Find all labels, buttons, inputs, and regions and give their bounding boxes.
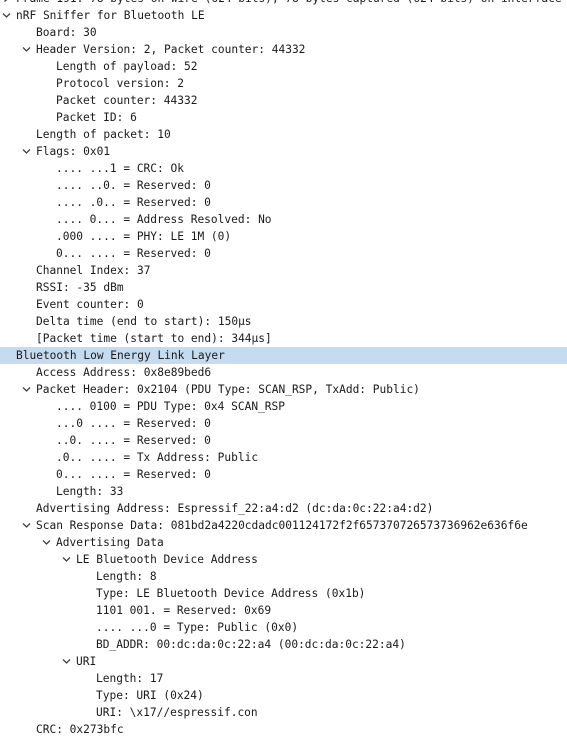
- tree-row-label: Type: LE Bluetooth Device Address (0x1b): [96, 587, 366, 600]
- tree-row-label: Delta time (end to start): 150µs: [36, 315, 252, 328]
- tree-row[interactable]: CRC: 0x273bfc: [0, 721, 567, 738]
- tree-row[interactable]: RSSI: -35 dBm: [0, 279, 567, 296]
- tree-row[interactable]: .... ..0. = Reserved: 0: [0, 177, 567, 194]
- tree-row-label: Length: 17: [96, 672, 164, 685]
- chevron-down-icon[interactable]: [21, 143, 33, 160]
- tree-row-label: Board: 30: [36, 26, 97, 39]
- tree-row-label: .... 0... = Address Resolved: No: [56, 213, 272, 226]
- tree-row-label: Flags: 0x01: [36, 145, 111, 158]
- tree-row[interactable]: URI: \x17//espressif.con: [0, 704, 567, 721]
- tree-row[interactable]: BD_ADDR: 00:dc:da:0c:22:a4 (00:dc:da:0c:…: [0, 636, 567, 653]
- tree-row-label: Bluetooth Low Energy Link Layer: [16, 349, 225, 362]
- tree-row-label: Packet ID: 6: [56, 111, 137, 124]
- tree-row-label: .000 .... = PHY: LE 1M (0): [56, 230, 232, 243]
- chevron-down-icon[interactable]: [61, 551, 73, 568]
- tree-row-label: Event counter: 0: [36, 298, 144, 311]
- tree-row[interactable]: Length of packet: 10: [0, 126, 567, 143]
- tree-row[interactable]: Frame 191: 78 bytes on wire (624 bits), …: [0, 0, 567, 7]
- tree-row[interactable]: URI: [0, 653, 567, 670]
- tree-row[interactable]: Flags: 0x01: [0, 143, 567, 160]
- tree-row-label: 0... .... = Reserved: 0: [56, 247, 211, 260]
- tree-row-label: Packet Header: 0x2104 (PDU Type: SCAN_RS…: [36, 383, 420, 396]
- tree-row-label: Advertising Data: [56, 536, 164, 549]
- tree-row-label: .0.. .... = Tx Address: Public: [56, 451, 259, 464]
- tree-row[interactable]: Event counter: 0: [0, 296, 567, 313]
- tree-row[interactable]: Protocol version: 2: [0, 75, 567, 92]
- tree-row[interactable]: Packet Header: 0x2104 (PDU Type: SCAN_RS…: [0, 381, 567, 398]
- tree-row-label: Channel Index: 37: [36, 264, 151, 277]
- tree-row-label: Type: URI (0x24): [96, 689, 204, 702]
- tree-row[interactable]: ..0. .... = Reserved: 0: [0, 432, 567, 449]
- chevron-down-icon[interactable]: [61, 653, 73, 670]
- chevron-down-icon[interactable]: [21, 41, 33, 58]
- tree-row-label: .... 0100 = PDU Type: 0x4 SCAN_RSP: [56, 400, 286, 413]
- tree-row-label: Access Address: 0x8e89bed6: [36, 366, 212, 379]
- tree-row[interactable]: Length: 8: [0, 568, 567, 585]
- tree-row[interactable]: 0... .... = Reserved: 0: [0, 466, 567, 483]
- tree-row-label: Length: 33: [56, 485, 124, 498]
- tree-row[interactable]: Length: 17: [0, 670, 567, 687]
- tree-row-label: nRF Sniffer for Bluetooth LE: [16, 9, 205, 22]
- tree-row-label: ...0 .... = Reserved: 0: [56, 417, 211, 430]
- tree-row-label: ..0. .... = Reserved: 0: [56, 434, 211, 447]
- tree-row[interactable]: Packet ID: 6: [0, 109, 567, 126]
- tree-row[interactable]: [Packet time (start to end): 344µs]: [0, 330, 567, 347]
- tree-row-label: Frame 191: 78 bytes on wire (624 bits), …: [16, 0, 562, 7]
- tree-row[interactable]: .... 0... = Address Resolved: No: [0, 211, 567, 228]
- tree-row-label: Packet counter: 44332: [56, 94, 198, 107]
- tree-row[interactable]: Bluetooth Low Energy Link Layer: [0, 347, 567, 364]
- tree-row[interactable]: .... .0.. = Reserved: 0: [0, 194, 567, 211]
- tree-row[interactable]: Board: 30: [0, 24, 567, 41]
- tree-row-label: 1101 001. = Reserved: 0x69: [96, 604, 272, 617]
- tree-row-label: Length of payload: 52: [56, 60, 198, 73]
- tree-row-label: BD_ADDR: 00:dc:da:0c:22:a4 (00:dc:da:0c:…: [96, 638, 406, 651]
- tree-row-label: LE Bluetooth Device Address: [76, 553, 258, 566]
- tree-row[interactable]: Scan Response Data: 081bd2a4220cdadc0011…: [0, 517, 567, 534]
- chevron-down-icon[interactable]: [41, 534, 53, 551]
- tree-row[interactable]: Type: LE Bluetooth Device Address (0x1b): [0, 585, 567, 602]
- tree-row[interactable]: Header Version: 2, Packet counter: 44332: [0, 41, 567, 58]
- tree-row[interactable]: Length of payload: 52: [0, 58, 567, 75]
- tree-row[interactable]: .... ...0 = Type: Public (0x0): [0, 619, 567, 636]
- tree-row[interactable]: Type: URI (0x24): [0, 687, 567, 704]
- tree-row-label: 0... .... = Reserved: 0: [56, 468, 211, 481]
- tree-row-label: Header Version: 2, Packet counter: 44332: [36, 43, 306, 56]
- tree-row-label: .... ...1 = CRC: Ok: [56, 162, 184, 175]
- tree-row-label: [Packet time (start to end): 344µs]: [36, 332, 272, 345]
- tree-row[interactable]: LE Bluetooth Device Address: [0, 551, 567, 568]
- tree-row[interactable]: Advertising Address: Espressif_22:a4:d2 …: [0, 500, 567, 517]
- tree-row-label: Protocol version: 2: [56, 77, 184, 90]
- tree-row[interactable]: Advertising Data: [0, 534, 567, 551]
- tree-row[interactable]: Access Address: 0x8e89bed6: [0, 364, 567, 381]
- tree-row-label: URI: [76, 655, 97, 668]
- tree-row[interactable]: 0... .... = Reserved: 0: [0, 245, 567, 262]
- tree-row-label: CRC: 0x273bfc: [36, 723, 124, 736]
- tree-row[interactable]: .... 0100 = PDU Type: 0x4 SCAN_RSP: [0, 398, 567, 415]
- tree-row-label: Advertising Address: Espressif_22:a4:d2 …: [36, 502, 434, 515]
- tree-row[interactable]: .... ...1 = CRC: Ok: [0, 160, 567, 177]
- tree-row-label: RSSI: -35 dBm: [36, 281, 124, 294]
- tree-row[interactable]: 1101 001. = Reserved: 0x69: [0, 602, 567, 619]
- tree-row[interactable]: Delta time (end to start): 150µs: [0, 313, 567, 330]
- chevron-down-icon[interactable]: [21, 517, 33, 534]
- chevron-down-icon[interactable]: [1, 7, 13, 24]
- tree-row[interactable]: .000 .... = PHY: LE 1M (0): [0, 228, 567, 245]
- tree-row-label: .... ..0. = Reserved: 0: [56, 179, 211, 192]
- chevron-down-icon[interactable]: [21, 381, 33, 398]
- tree-row[interactable]: ...0 .... = Reserved: 0: [0, 415, 567, 432]
- tree-row[interactable]: Length: 33: [0, 483, 567, 500]
- tree-row[interactable]: Channel Index: 37: [0, 262, 567, 279]
- tree-row-label: URI: \x17//espressif.con: [96, 706, 258, 719]
- tree-row[interactable]: nRF Sniffer for Bluetooth LE: [0, 7, 567, 24]
- tree-row-label: Length of packet: 10: [36, 128, 171, 141]
- tree-row-label: Length: 8: [96, 570, 157, 583]
- tree-row[interactable]: Packet counter: 44332: [0, 92, 567, 109]
- tree-row-label: Scan Response Data: 081bd2a4220cdadc0011…: [36, 519, 528, 532]
- chevron-right-icon[interactable]: [1, 0, 13, 7]
- tree-row[interactable]: .0.. .... = Tx Address: Public: [0, 449, 567, 466]
- tree-row-label: .... ...0 = Type: Public (0x0): [96, 621, 299, 634]
- tree-row-label: .... .0.. = Reserved: 0: [56, 196, 211, 209]
